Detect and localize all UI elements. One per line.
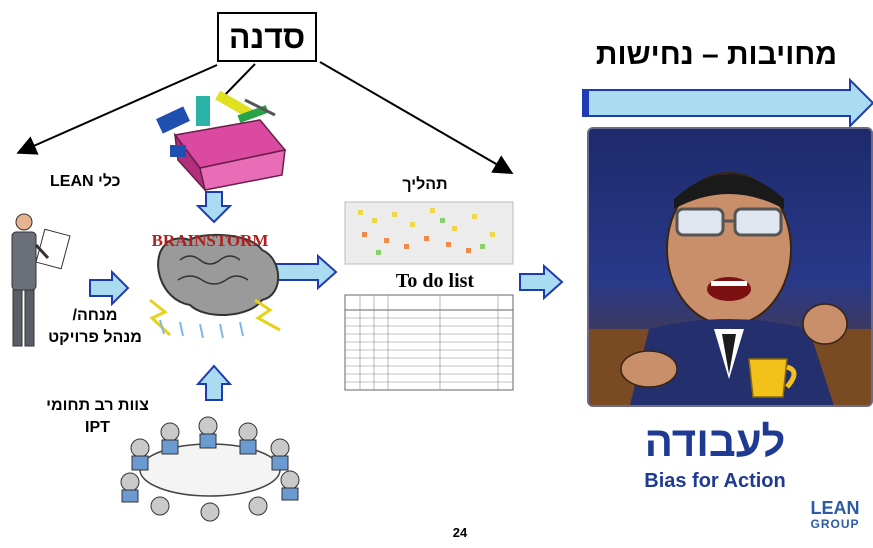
arrow-right-manager-to-brain bbox=[89, 269, 130, 307]
manager-label-line2: מנהל פרויקט bbox=[48, 329, 142, 346]
connector-to-process bbox=[319, 61, 514, 175]
lean-tools-label: כלי LEAN bbox=[50, 173, 121, 190]
work-heading: לעבודה bbox=[644, 418, 786, 465]
todo-list-label: To do list bbox=[395, 270, 475, 292]
commitment-arrow bbox=[582, 77, 873, 129]
lean-group-logo: LEAN GROUP bbox=[800, 498, 870, 532]
brainstorm-illustration: BRAINSTORM bbox=[149, 231, 281, 339]
page-number: 24 bbox=[452, 525, 468, 540]
team-label-line2: IPT bbox=[85, 419, 110, 436]
team-label: צוות רב תחומי IPT bbox=[20, 395, 175, 439]
commitment-heading: מחויבות – נחישות bbox=[595, 38, 838, 71]
arrow-down-toolbox-to-brain bbox=[195, 191, 233, 224]
commitment-image bbox=[587, 127, 873, 407]
presenter-illustration bbox=[11, 213, 71, 347]
toolbox-illustration bbox=[156, 90, 287, 193]
manager-label: מנחה/ מנהל פרויקט bbox=[35, 305, 155, 349]
team-label-line1: צוות רב תחומי bbox=[46, 397, 149, 414]
bias-for-action-label: Bias for Action bbox=[644, 470, 786, 492]
brainstorm-label: BRAINSTORM bbox=[152, 231, 269, 250]
manager-label-line1: מנחה/ bbox=[72, 307, 118, 324]
arrow-up-team-to-brain bbox=[195, 364, 233, 401]
arrow-right-brain-to-process bbox=[275, 253, 338, 291]
arrow-right-todo-to-work bbox=[519, 263, 564, 301]
workshop-title: סדנה bbox=[217, 12, 317, 62]
team-meeting-illustration bbox=[120, 416, 300, 522]
logo-line1: LEAN bbox=[810, 498, 860, 518]
connector-to-lean bbox=[16, 64, 218, 155]
process-label: תהליך bbox=[402, 176, 448, 193]
todo-list-table bbox=[344, 294, 514, 391]
logo-line2: GROUP bbox=[810, 517, 860, 531]
process-board-image bbox=[344, 201, 514, 265]
